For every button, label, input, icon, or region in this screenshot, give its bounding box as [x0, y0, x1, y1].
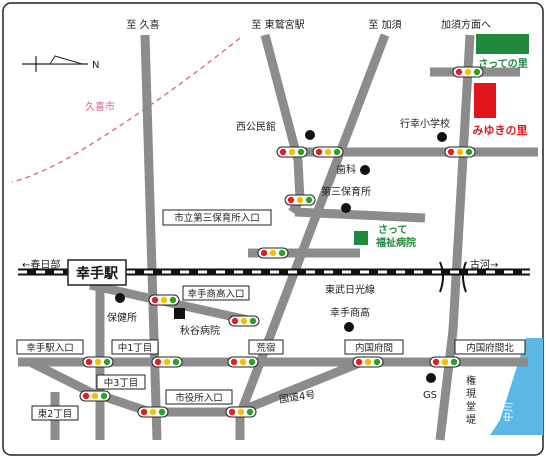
signal-icon — [352, 356, 384, 368]
landmark-dots — [115, 130, 447, 383]
uchikokufuma-north-label: 内国府間北 — [466, 342, 514, 354]
road-to-kuki — [140, 34, 162, 441]
nursery-entrance-label: 市立第三保育所入口 — [174, 212, 260, 224]
signal-icon — [452, 66, 484, 78]
satte-welfare-building — [354, 231, 368, 245]
satte-high-label: 幸手商高 — [330, 306, 370, 319]
compass-north-label: N — [92, 60, 99, 71]
naka3-label: 中3丁目 — [104, 377, 139, 389]
arajuku-label: 荒宿 — [256, 342, 275, 354]
gyoko-elementary-label: 行幸小学校 — [400, 117, 450, 130]
tobu-nikko-label: 東武日光線 — [325, 283, 375, 296]
signal-icon — [151, 356, 183, 368]
miyuki-no-sato-label: みゆきの里 — [473, 124, 528, 137]
dental-label: 歯科 — [336, 163, 356, 176]
kazo-direction-label: 加須方面へ — [441, 18, 491, 31]
uchikokufuma-label: 内国府間 — [355, 342, 393, 354]
signal-icon — [82, 356, 114, 368]
health-center-label: 保健所 — [107, 311, 137, 324]
signal-icon — [312, 146, 344, 158]
signal-icon — [284, 194, 316, 206]
to-kazo-label: 至 加須 — [368, 19, 401, 31]
satte-station-label: 幸手駅 — [76, 265, 119, 282]
svg-text:堂: 堂 — [466, 401, 476, 413]
nakagawa-label: 中川 — [502, 402, 515, 422]
svg-text:現: 現 — [466, 388, 476, 400]
miyuki-no-sato-building — [474, 83, 496, 118]
to-kuki-label: 至 久喜 — [126, 18, 159, 31]
gongendo-label: 権 現 堂 堤 — [466, 374, 476, 426]
koga-label: 古河→ — [470, 258, 498, 271]
intersection-labels: 市立第三保育所入口 幸手商高入口 幸手駅入口 中1丁目 荒宿 内国府間 内国府間… — [16, 209, 526, 421]
akiya-hospital-label: 秋谷病院 — [180, 324, 220, 337]
signal-icon — [225, 406, 257, 418]
third-nursery-label: 第三保育所 — [321, 185, 371, 198]
signal-icon — [228, 315, 260, 327]
naka1-label: 中1丁目 — [118, 342, 153, 354]
road-nursery-east — [294, 207, 426, 223]
to-higashi-washinomiya-label: 至 東鷲宮駅 — [251, 18, 304, 31]
gs-label: GS — [423, 390, 437, 401]
road-to-higashi-washinomiya — [260, 33, 305, 215]
traffic-signals — [79, 66, 484, 418]
signal-icon — [137, 406, 169, 418]
signal-icon — [444, 146, 476, 158]
akiya-hospital-building — [174, 308, 185, 319]
satte-no-sato-label: さっての里 — [478, 58, 528, 70]
station-entrance-label: 幸手駅入口 — [26, 342, 74, 354]
higashi2-label: 東2丁目 — [38, 408, 73, 420]
signal-icon — [148, 294, 180, 306]
signal-icon — [227, 356, 259, 368]
city-hall-entrance-label: 市役所入口 — [175, 392, 223, 404]
high-school-entrance-label: 幸手商高入口 — [187, 288, 244, 300]
kuki-city-label: 久喜市 — [85, 100, 115, 113]
signal-icon — [79, 390, 111, 402]
nakagawa-river — [490, 338, 543, 435]
signal-icon — [276, 146, 308, 158]
road-kazo-direction — [435, 34, 475, 441]
satte-station-box — [67, 259, 127, 286]
nishi-kouminkan-label: 西公民館 — [236, 120, 276, 133]
signal-icon — [257, 247, 289, 259]
satte-welfare-label-1: さって — [378, 224, 408, 236]
svg-text:権: 権 — [466, 374, 476, 387]
kasukabe-label: ←春日部 — [22, 258, 60, 271]
satte-welfare-label-2: 福祉病院 — [375, 236, 416, 249]
compass: N — [22, 55, 99, 72]
satte-no-sato-building — [476, 34, 529, 54]
signal-icon — [429, 356, 461, 368]
svg-text:堤: 堤 — [466, 414, 476, 426]
